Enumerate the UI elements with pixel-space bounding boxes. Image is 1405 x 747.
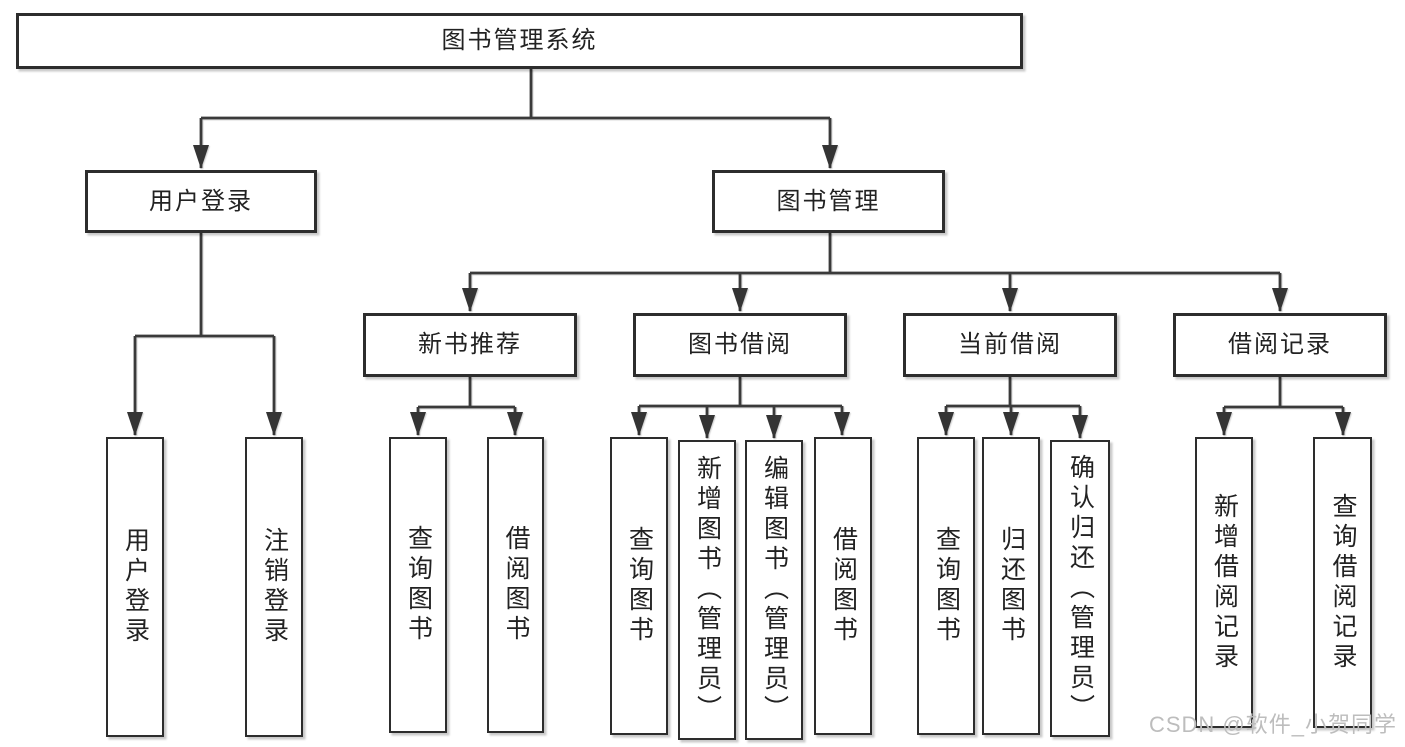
connector-book-management-branch xyxy=(462,233,1288,312)
node-user-login-label: 用户登录 xyxy=(149,187,253,215)
leaf-bb-add-books-admin: 新增图书（管理员） xyxy=(678,440,736,740)
leaf-cb-confirm-return-admin: 确认归还（管理员） xyxy=(1050,440,1110,737)
leaf-br-add-record: 新增借阅记录 xyxy=(1195,437,1253,728)
node-book-management-label: 图书管理 xyxy=(776,187,881,215)
leaf-nbr-borrow-books: 借阅图书 xyxy=(487,437,544,733)
leaf-bb-query-books: 查询图书 xyxy=(610,437,668,735)
node-current-borrowing: 当前借阅 xyxy=(903,313,1117,377)
leaf-bb-edit-books-admin-label: 编辑图书（管理员） xyxy=(760,455,789,725)
node-borrow-records-label: 借阅记录 xyxy=(1228,331,1332,358)
leaf-nbr-query-books-label: 查询图书 xyxy=(404,525,433,645)
connector-borrow-records-branch xyxy=(1216,377,1351,436)
leaf-br-query-record-label: 查询借阅记录 xyxy=(1329,492,1357,673)
connector-new-book-recommend-branch xyxy=(410,377,523,436)
leaf-br-query-record: 查询借阅记录 xyxy=(1313,437,1372,728)
leaf-br-add-record-label: 新增借阅记录 xyxy=(1210,492,1239,673)
leaf-nbr-query-books: 查询图书 xyxy=(389,437,447,733)
leaf-nbr-borrow-books-label: 借阅图书 xyxy=(502,525,530,645)
node-book-borrowing-label: 图书借阅 xyxy=(688,331,792,358)
connector-root-to-level2 xyxy=(193,69,838,169)
leaf-bb-query-books-label: 查询图书 xyxy=(625,526,654,646)
node-book-borrowing: 图书借阅 xyxy=(633,313,847,377)
node-book-management: 图书管理 xyxy=(712,170,945,233)
connector-book-borrowing-branch xyxy=(631,377,850,439)
node-new-book-recommend: 新书推荐 xyxy=(363,313,577,377)
leaf-bb-edit-books-admin: 编辑图书（管理员） xyxy=(745,440,803,740)
leaf-bb-borrow-books: 借阅图书 xyxy=(814,437,872,735)
csdn-watermark: CSDN @软件_小贺同学 xyxy=(1148,712,1397,737)
leaf-cb-return-books-label: 归还图书 xyxy=(997,526,1026,646)
leaf-bb-borrow-books-label: 借阅图书 xyxy=(829,526,858,646)
leaf-cb-query-books: 查询图书 xyxy=(917,437,975,735)
node-new-book-recommend-label: 新书推荐 xyxy=(418,331,522,358)
leaf-cb-query-books-label: 查询图书 xyxy=(932,526,961,646)
leaf-user-login: 用户登录 xyxy=(106,437,164,737)
node-current-borrowing-label: 当前借阅 xyxy=(958,331,1062,358)
leaf-cb-confirm-return-admin-label: 确认归还（管理员） xyxy=(1066,453,1095,724)
leaf-user-login-label: 用户登录 xyxy=(121,527,150,647)
leaf-logout-label: 注销登录 xyxy=(260,527,289,647)
node-root: 图书管理系统 xyxy=(16,13,1023,69)
node-root-label: 图书管理系统 xyxy=(441,27,598,54)
node-user-login: 用户登录 xyxy=(85,170,317,233)
connector-current-borrowing-branch xyxy=(938,377,1088,439)
leaf-logout: 注销登录 xyxy=(245,437,303,737)
leaf-bb-add-books-admin-label: 新增图书（管理员） xyxy=(693,455,722,725)
connector-user-login-branch xyxy=(127,233,282,436)
leaf-cb-return-books: 归还图书 xyxy=(982,437,1040,735)
node-borrow-records: 借阅记录 xyxy=(1173,313,1387,377)
